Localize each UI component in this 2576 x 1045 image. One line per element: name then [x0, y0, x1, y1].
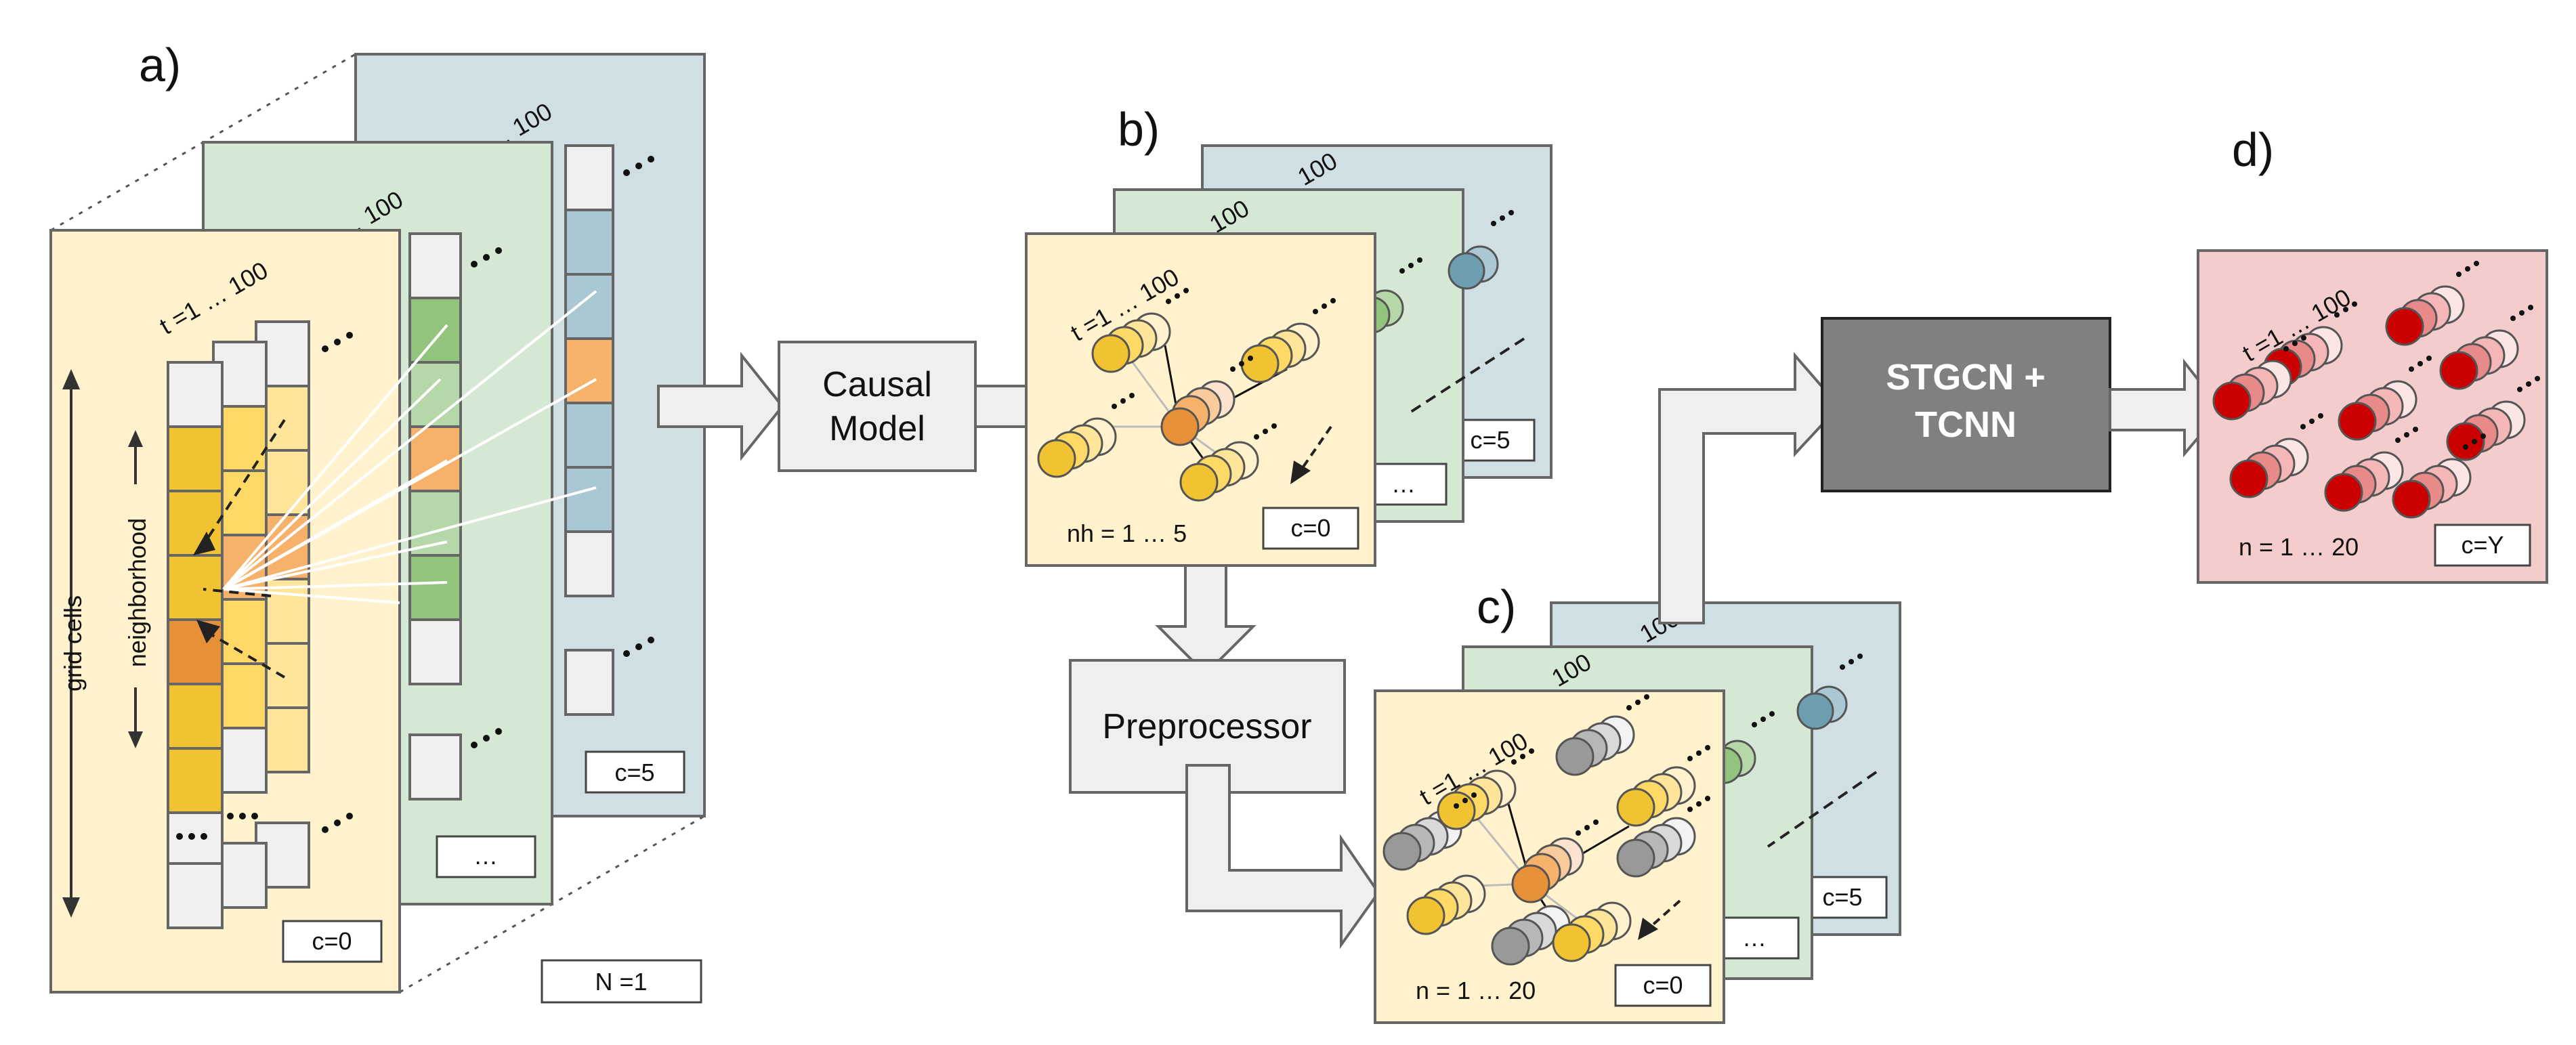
channel-tag-front-b: [1262, 507, 1359, 550]
panel-label-c: c): [1477, 580, 1516, 633]
channel-tag-d: [2434, 524, 2531, 567]
grid-cells-arrow-up: [62, 369, 80, 389]
dashed-line-c-back: [1767, 771, 1878, 848]
stgcn-line2: TCNN: [1915, 404, 2017, 445]
panel-label-d: d): [2232, 123, 2274, 176]
channel-tag-back-c-text: c=5: [1822, 883, 1862, 911]
dashed-line-b-back: [1408, 337, 1525, 414]
grid-cell-columns-a: [167, 320, 310, 929]
sample-count-text: N =1: [595, 968, 647, 996]
channel-tag-front-a-text: c=0: [312, 927, 352, 955]
ellipsis-dots-c: [1454, 654, 1863, 836]
panel-b: 100 c=5 100 … t =1 … 100: [1025, 103, 1553, 567]
channel-tag-back-a-text: c=5: [614, 759, 654, 786]
dashed-arrow-c: [1648, 899, 1681, 929]
dashed-arrow-b: [1299, 425, 1332, 472]
neighborhood-arrow-down: [128, 731, 143, 748]
causal-model-box: Causal Model: [778, 341, 977, 472]
panel-label-b: b): [1118, 103, 1160, 156]
grid-cells-label: grid cells: [59, 595, 87, 691]
channel-tag-front-b-text: c=0: [1290, 514, 1330, 542]
channel-tag-back-a: [585, 750, 685, 794]
causal-model-line2: Model: [829, 409, 925, 448]
channel-tag-front-a: [282, 920, 383, 963]
neighborhood-arrows-a: [202, 419, 286, 679]
panel-label-a: a): [139, 39, 181, 91]
ellipsis-dots-d: [2283, 261, 2540, 450]
arrow-a-to-causal: [657, 351, 784, 461]
channel-tag-mid-a: [436, 835, 536, 878]
neighborhood-label: neighborhood: [123, 518, 151, 667]
back-cells-a: [564, 144, 614, 716]
grid-cells-arrow-down: [62, 897, 80, 918]
ellipsis-dots-a: [176, 156, 654, 840]
arrow-b-to-preprocessor: [1155, 564, 1257, 676]
nodes-label-c: n = 1 … 20: [1416, 977, 1536, 1004]
panel-a: 1 … 100 c=5 1 … 100 …: [49, 39, 706, 1004]
channel-tag-d-text: c=Y: [2461, 531, 2504, 559]
panel-d: t =1 … 100 n = 1 … 20 c=Y d): [2197, 123, 2548, 584]
channel-tag-front-c-text: c=0: [1643, 971, 1683, 999]
stgcn-tcnn-box: STGCN + TCNN: [1821, 317, 2111, 492]
nodes-label-b: nh = 1 … 5: [1067, 519, 1187, 547]
arrow-head-a1: [193, 532, 215, 555]
node-stacks-c: [1382, 715, 1696, 966]
nodes-label-d: n = 1 … 20: [2239, 533, 2359, 561]
channel-tag-mid-c-text: …: [1742, 924, 1767, 952]
dashed-arrow-head-c: [1638, 918, 1658, 940]
arrow-head-a2: [196, 620, 220, 643]
channel-tag-mid-b-text: …: [1391, 470, 1416, 498]
ellipsis-dots-b: [1112, 210, 1514, 440]
causal-model-line1: Causal: [822, 365, 932, 404]
arrow-c-to-stgcn: [1658, 351, 1841, 624]
channel-tag-back-b-text: c=5: [1470, 426, 1510, 454]
preprocessor-label: Preprocessor: [1102, 707, 1311, 746]
stgcn-line1: STGCN +: [1886, 357, 2046, 398]
arrow-preprocessor-to-c: [1185, 764, 1380, 950]
node-stacks-b: [1037, 312, 1320, 502]
neighborhood-arrow-up: [128, 430, 143, 447]
channel-tag-front-c: [1614, 964, 1712, 1007]
channel-tag-mid-a-text: …: [473, 842, 498, 870]
sample-count-tag: [541, 959, 702, 1004]
node-stacks-d: [2212, 285, 2526, 519]
panel-c: 100 c=5 100 … t =1 … 100: [1374, 580, 1901, 1024]
dashed-arrow-head-b: [1290, 461, 1311, 484]
influence-lines-a: [222, 290, 597, 604]
